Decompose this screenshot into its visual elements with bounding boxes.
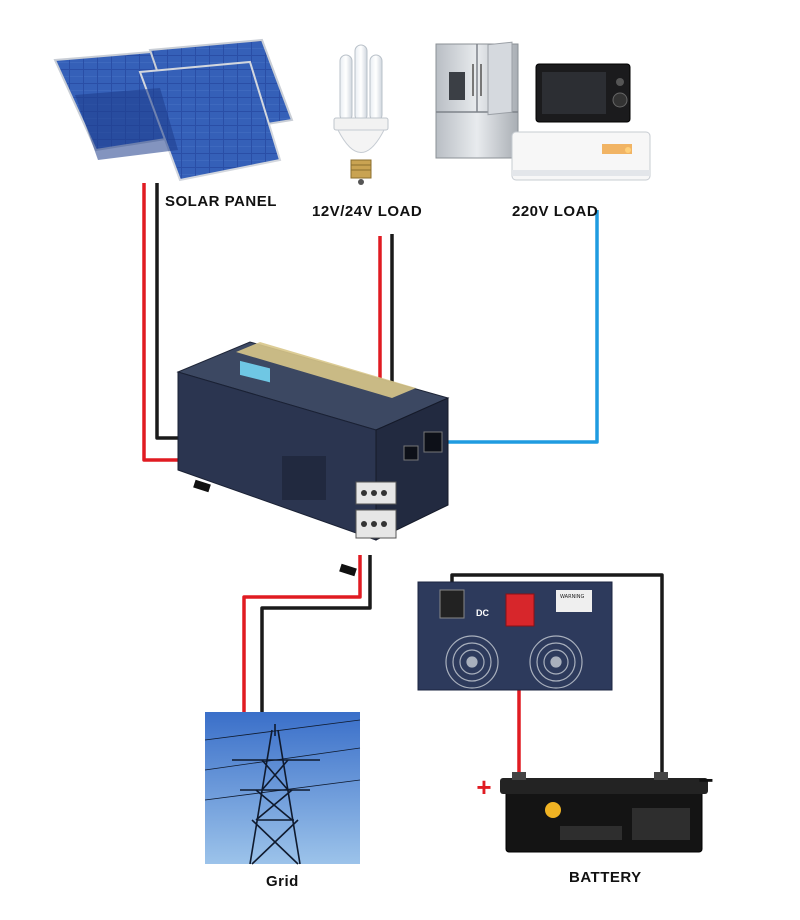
battery-label: BATTERY bbox=[569, 869, 642, 886]
bulb-icon bbox=[333, 44, 389, 185]
grid-label: Grid bbox=[266, 873, 299, 890]
ac-load-label: 220V LOAD bbox=[512, 203, 598, 220]
microwave-icon bbox=[535, 63, 631, 123]
refrigerator-icon bbox=[435, 41, 519, 159]
warning-label: WARNING bbox=[560, 594, 585, 600]
solar-panel-image bbox=[53, 38, 294, 182]
battery-image bbox=[500, 772, 708, 853]
dc-load-label: 12V/24V LOAD bbox=[312, 203, 422, 220]
dc-label: DC bbox=[476, 608, 489, 618]
inverter-unit bbox=[176, 341, 450, 577]
cooling-fan-left bbox=[445, 635, 499, 689]
battery-plus-sign: + bbox=[476, 772, 491, 802]
grid-tower-image bbox=[204, 712, 361, 865]
inverter-back-panel: DC WARNING bbox=[417, 581, 613, 691]
vent-grill bbox=[282, 456, 326, 500]
battery-minus-sign: − bbox=[698, 765, 713, 795]
air-conditioner-icon bbox=[511, 131, 651, 181]
ac-outlet bbox=[423, 431, 443, 453]
ac-output-wire bbox=[432, 210, 599, 444]
cooling-fan-right bbox=[529, 635, 583, 689]
solar-panel-label: SOLAR PANEL bbox=[165, 193, 277, 210]
grid-neutral-wire bbox=[260, 555, 372, 712]
battery-positive-terminal bbox=[505, 593, 535, 627]
grid-live-wire bbox=[242, 555, 362, 712]
battery-brand-logo bbox=[545, 802, 561, 818]
